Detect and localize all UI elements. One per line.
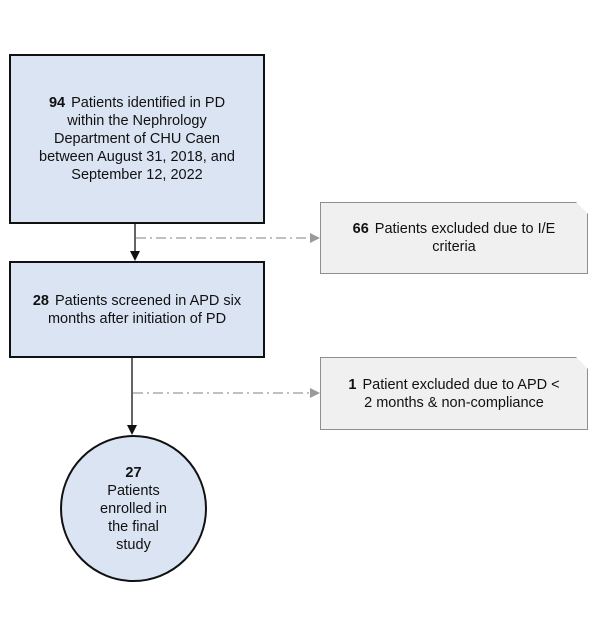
identified-count: 94	[48, 95, 66, 111]
enrolled-patients-circle: 27 Patients enrolled in the final study	[60, 435, 207, 582]
screened-text: Patients screened in APD six months afte…	[47, 292, 242, 327]
enrolled-text: Patients enrolled in the final study	[100, 482, 167, 553]
exclusion-ie-box: 66 Patients excluded due to I/E criteria	[320, 202, 588, 274]
exclusion-apd-count: 1	[348, 376, 357, 393]
screened-count: 28	[32, 292, 49, 309]
identified-text: Patients identified in PD within the Nep…	[39, 95, 235, 183]
enrolled-count: 27	[125, 464, 142, 481]
exclusion-apd-box: 1 Patient excluded due to APD < 2 months …	[320, 357, 588, 430]
exclusion-apd-text: Patient excluded due to APD < 2 months &…	[362, 376, 560, 411]
exclusion-ie-text: Patients excluded due to I/E criteria	[374, 221, 556, 255]
exclusion-ie-count: 66	[352, 221, 369, 237]
